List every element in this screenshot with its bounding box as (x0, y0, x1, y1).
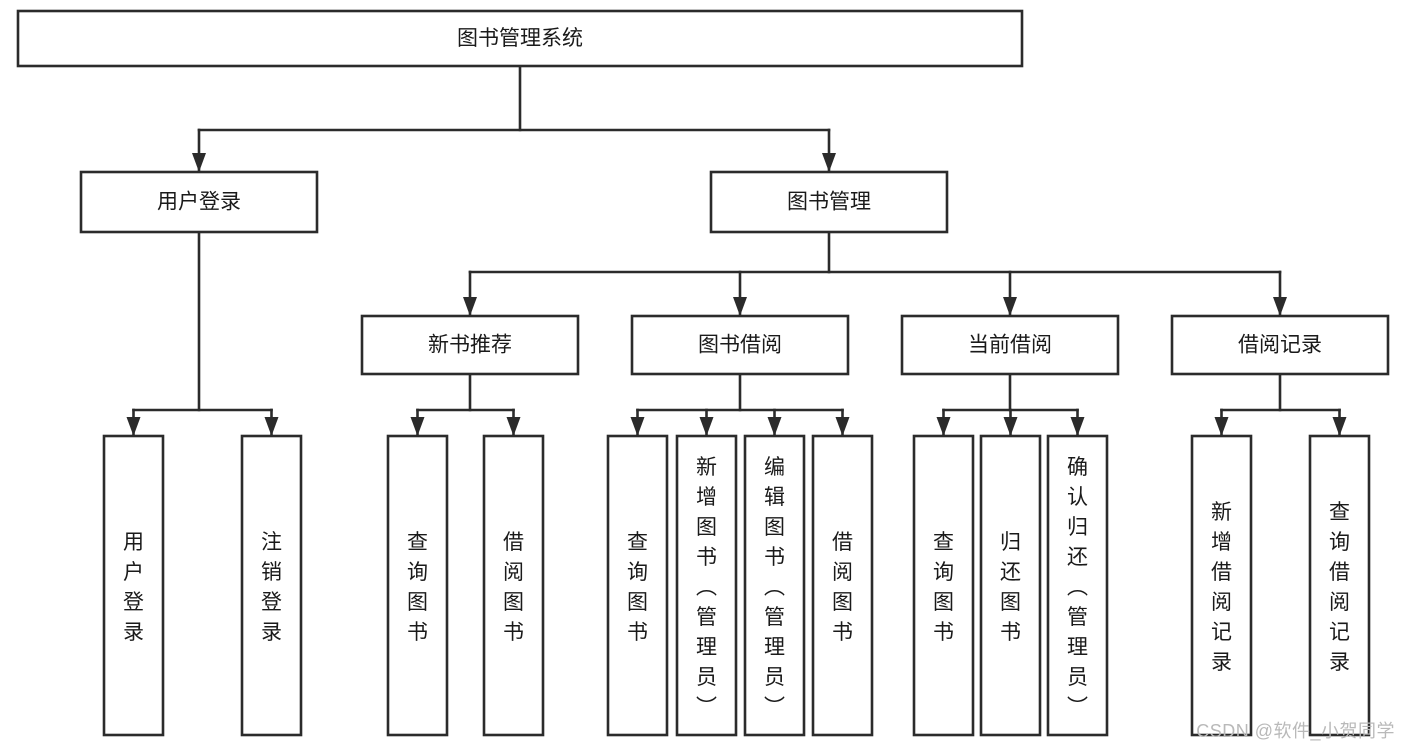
connector-arrowhead (1070, 417, 1085, 436)
connector-arrowhead (264, 417, 279, 436)
node-current-borrow[interactable]: 当前借阅 (900, 314, 1120, 376)
node-label-leaf-query-book-current: 查询图书 (933, 531, 954, 644)
node-box-leaf-return-book[interactable] (979, 434, 1042, 737)
node-label-leaf-user-login: 用户登录 (123, 531, 144, 644)
node-label-leaf-confirm-return-admin: 确认归还︵管理员︶ (1067, 456, 1088, 719)
node-box-leaf-query-book-recommend[interactable] (386, 434, 449, 737)
node-box-new-book-recommend[interactable] (360, 314, 580, 376)
connector-arrowhead (1332, 417, 1347, 436)
node-label-new-book-recommend: 新书推荐 (428, 334, 512, 357)
node-label-leaf-query-book-borrow: 查询图书 (627, 531, 648, 644)
connector-arrowhead (410, 417, 425, 436)
node-label-leaf-add-borrow-record: 新增借阅记录 (1211, 501, 1232, 674)
node-label-root: 图书管理系统 (457, 27, 583, 50)
connector-arrowhead (1273, 297, 1287, 316)
node-borrow-record[interactable]: 借阅记录 (1170, 314, 1390, 376)
node-new-book-recommend[interactable]: 新书推荐 (360, 314, 580, 376)
node-leaf-add-book-admin[interactable]: 新增图书︵管理员︶ (675, 434, 738, 737)
node-label-borrow-record: 借阅记录 (1238, 334, 1322, 357)
node-label-leaf-edit-book-admin: 编辑图书︵管理员︶ (764, 456, 785, 719)
node-box-leaf-edit-book-admin[interactable] (743, 434, 806, 737)
node-box-leaf-borrow-book[interactable] (811, 434, 874, 737)
node-leaf-query-book-borrow[interactable]: 查询图书 (606, 434, 669, 737)
node-box-book-borrow[interactable] (630, 314, 850, 376)
connector-arrowhead (1003, 297, 1017, 316)
node-label-leaf-query-borrow-record: 查询借阅记录 (1329, 501, 1350, 674)
node-leaf-logout[interactable]: 注销登录 (240, 434, 303, 737)
connector-arrowhead (835, 417, 850, 436)
node-book-borrow[interactable]: 图书借阅 (630, 314, 850, 376)
node-box-leaf-confirm-return-admin[interactable] (1046, 434, 1109, 737)
node-leaf-query-book-recommend[interactable]: 查询图书 (386, 434, 449, 737)
connector-arrowhead (630, 417, 645, 436)
connector-group (197, 64, 831, 172)
connector-arrowhead (1003, 417, 1018, 436)
node-leaf-confirm-return-admin[interactable]: 确认归还︵管理员︶ (1046, 434, 1109, 737)
connector-group (468, 230, 1282, 316)
node-box-borrow-record[interactable] (1170, 314, 1390, 376)
node-box-leaf-add-borrow-record[interactable] (1190, 434, 1253, 737)
node-label-book-borrow: 图书借阅 (698, 334, 782, 357)
node-label-leaf-add-book-admin: 新增图书︵管理员︶ (696, 456, 717, 719)
connector-arrowhead (126, 417, 141, 436)
connector-group (132, 230, 273, 436)
connector-arrowhead (1214, 417, 1229, 436)
node-box-current-borrow[interactable] (900, 314, 1120, 376)
node-box-leaf-logout[interactable] (240, 434, 303, 737)
connector-group (416, 372, 515, 436)
node-box-leaf-user-login[interactable] (102, 434, 165, 737)
node-leaf-borrow-book[interactable]: 借阅图书 (811, 434, 874, 737)
connector-arrowhead (506, 417, 521, 436)
connector-group (636, 372, 844, 436)
node-label-leaf-return-book: 归还图书 (1000, 531, 1021, 644)
node-label-current-borrow: 当前借阅 (968, 334, 1052, 357)
watermark-label: CSDN @软件_小贺同学 (1196, 721, 1395, 741)
node-label-leaf-logout: 注销登录 (261, 531, 282, 644)
node-box-root[interactable] (16, 9, 1024, 68)
node-user-login[interactable]: 用户登录 (79, 170, 319, 234)
node-label-leaf-query-book-recommend: 查询图书 (407, 531, 428, 644)
node-box-leaf-query-book-current[interactable] (912, 434, 975, 737)
connector-arrowhead (767, 417, 782, 436)
node-label-leaf-borrow-book-recommend: 借阅图书 (503, 531, 524, 644)
node-box-leaf-query-book-borrow[interactable] (606, 434, 669, 737)
node-box-book-management[interactable] (709, 170, 949, 234)
node-label-user-login: 用户登录 (157, 191, 241, 214)
node-leaf-edit-book-admin[interactable]: 编辑图书︵管理员︶ (743, 434, 806, 737)
node-label-leaf-borrow-book: 借阅图书 (832, 531, 853, 644)
node-leaf-add-borrow-record[interactable]: 新增借阅记录 (1190, 434, 1253, 737)
connector-arrowhead (733, 297, 747, 316)
node-leaf-return-book[interactable]: 归还图书 (979, 434, 1042, 737)
node-box-leaf-add-book-admin[interactable] (675, 434, 738, 737)
node-leaf-query-book-current[interactable]: 查询图书 (912, 434, 975, 737)
connector-arrowhead (936, 417, 951, 436)
node-leaf-borrow-book-recommend[interactable]: 借阅图书 (482, 434, 545, 737)
connector-group (1220, 372, 1341, 436)
node-box-leaf-borrow-book-recommend[interactable] (482, 434, 545, 737)
connector-arrowhead (822, 153, 836, 172)
node-box-leaf-query-borrow-record[interactable] (1308, 434, 1371, 737)
connector-arrowhead (192, 153, 206, 172)
node-root[interactable]: 图书管理系统 (16, 9, 1024, 68)
node-book-management[interactable]: 图书管理 (709, 170, 949, 234)
node-label-book-management: 图书管理 (787, 191, 871, 214)
node-leaf-user-login[interactable]: 用户登录 (102, 434, 165, 737)
node-leaf-query-borrow-record[interactable]: 查询借阅记录 (1308, 434, 1371, 737)
node-box-user-login[interactable] (79, 170, 319, 234)
connector-arrowhead (463, 297, 477, 316)
connector-arrowhead (699, 417, 714, 436)
